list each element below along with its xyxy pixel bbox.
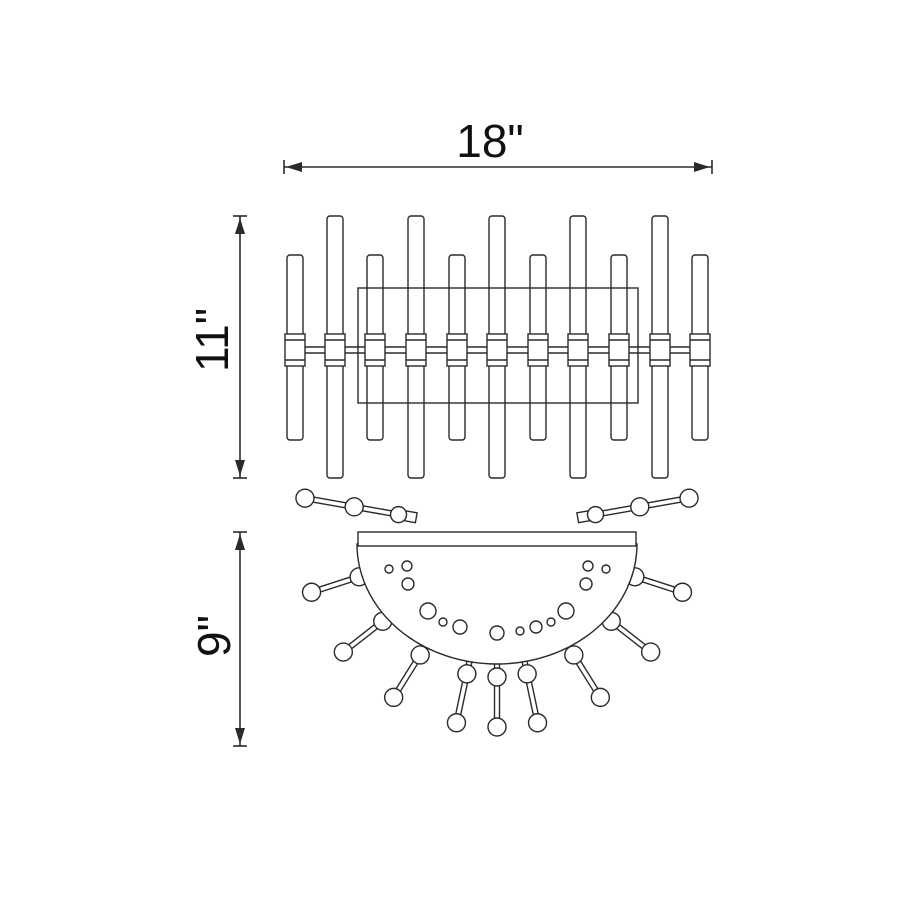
perforation-hole — [557, 602, 575, 620]
width-dimension-label: 18" — [456, 115, 524, 167]
backplate — [357, 287, 639, 404]
rod-bead — [679, 488, 699, 508]
perforation-hole — [579, 577, 593, 591]
rod-socket — [324, 333, 346, 367]
width-left-arrowhead — [286, 162, 302, 172]
rod-bead — [527, 713, 548, 733]
perforation-hole — [401, 577, 415, 591]
height-bottom-arrowhead — [235, 460, 245, 476]
rod-bead — [295, 488, 315, 508]
rod-bead — [457, 664, 477, 684]
rod-socket — [486, 333, 508, 367]
perforation-hole — [419, 602, 437, 620]
rod-socket — [689, 333, 711, 367]
mounting-plate — [357, 531, 637, 547]
rod-bead — [586, 505, 605, 524]
rod-bead — [630, 497, 650, 517]
perforation-hole — [401, 560, 413, 572]
rod-bead — [389, 505, 408, 524]
perforation-hole — [438, 617, 448, 627]
rod-socket — [527, 333, 549, 367]
rod-socket — [608, 333, 630, 367]
perforation-hole — [529, 620, 543, 634]
perforation-hole — [384, 564, 394, 574]
rod-bead — [410, 645, 430, 665]
perforation-hole — [546, 617, 556, 627]
rod-bead — [672, 582, 693, 602]
rod-bead — [487, 717, 507, 737]
width-right-arrowhead — [694, 162, 710, 172]
perforation-hole — [489, 625, 505, 641]
depth-top-arrowhead — [235, 534, 245, 550]
rod-bead — [517, 664, 537, 684]
rod-bead — [344, 497, 364, 517]
front-view — [284, 215, 711, 479]
dimension-lines — [233, 160, 713, 747]
rod-bead — [640, 642, 661, 662]
perforation-hole — [582, 560, 594, 572]
rod-bead — [383, 687, 404, 708]
rod-bead — [564, 645, 584, 665]
depth-bottom-arrowhead — [235, 728, 245, 744]
perforation-hole — [515, 626, 525, 636]
perforation-hole — [452, 619, 468, 635]
rod-bead — [487, 667, 507, 687]
rod-socket — [364, 333, 386, 367]
rod-socket — [567, 333, 589, 367]
rod-socket — [446, 333, 468, 367]
rod-bead — [333, 642, 354, 662]
height-top-arrowhead — [235, 218, 245, 234]
rod-socket — [284, 333, 306, 367]
rod-bead — [446, 713, 467, 733]
bowl — [356, 543, 638, 665]
rod-socket — [649, 333, 671, 367]
perforation-hole — [601, 564, 611, 574]
rod-bead — [301, 582, 322, 602]
top-view — [295, 488, 699, 737]
rod-bead — [590, 687, 611, 708]
rod-socket — [405, 333, 427, 367]
